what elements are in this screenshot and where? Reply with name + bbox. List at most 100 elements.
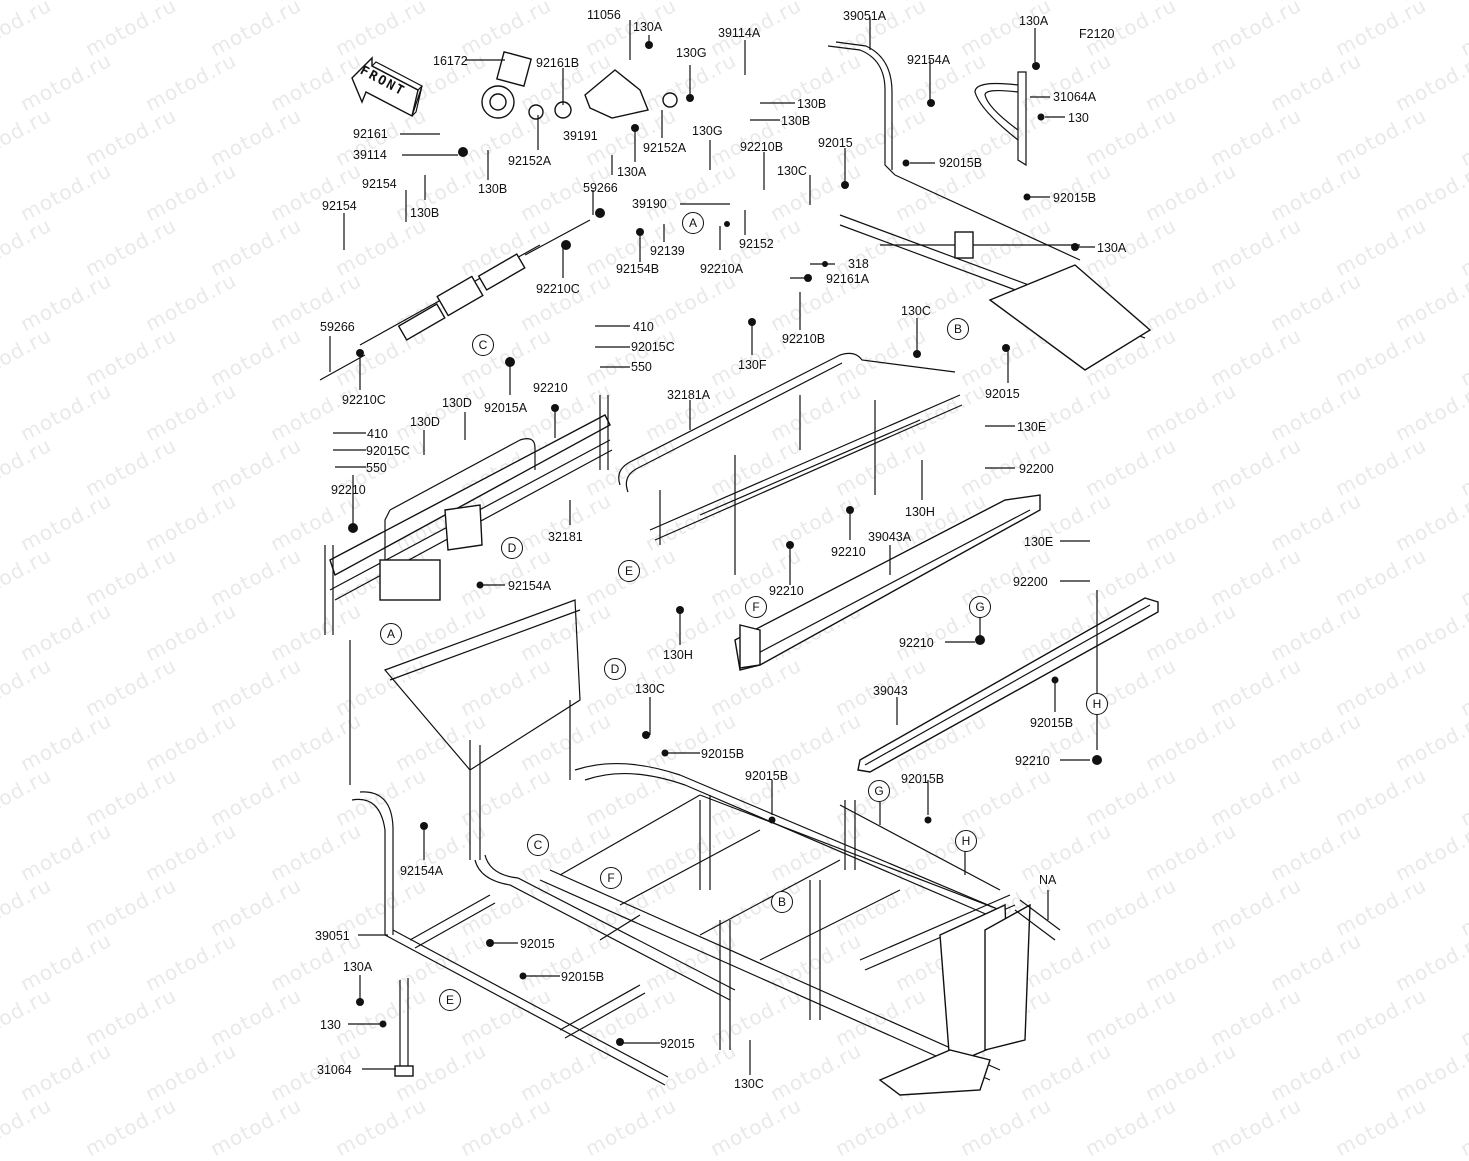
part-label[interactable]: 92210 <box>331 483 366 497</box>
watermark-text: motod.ru <box>1206 1092 1306 1161</box>
part-label[interactable]: 32181A <box>667 388 711 402</box>
part-label[interactable]: 130A <box>1019 14 1049 28</box>
part-label[interactable]: 92154 <box>322 199 357 213</box>
part-label[interactable]: 130B <box>478 182 508 196</box>
part-label[interactable]: 92210C <box>536 282 580 296</box>
part-label[interactable]: 130D <box>410 415 440 429</box>
part-label[interactable]: 92015 <box>985 387 1020 401</box>
part-label[interactable]: 39191 <box>563 129 598 143</box>
part-label[interactable]: 59266 <box>320 320 355 334</box>
watermark-text: motod.ru <box>0 1092 56 1161</box>
part-label[interactable]: 92161A <box>826 272 870 286</box>
part-label[interactable]: 92015B <box>1053 191 1097 205</box>
part-label[interactable]: 410 <box>633 320 654 334</box>
part-label[interactable]: 92152A <box>508 154 552 168</box>
ref-marker-b: B <box>947 318 969 340</box>
part-label[interactable]: 39051A <box>843 9 887 23</box>
part-label[interactable]: NA <box>1039 873 1057 887</box>
part-label[interactable]: 39114A <box>718 26 761 40</box>
part-label[interactable]: 92154A <box>400 864 444 878</box>
part-label[interactable]: 92210 <box>533 381 568 395</box>
part-label[interactable]: 92015A <box>484 401 528 415</box>
part-label[interactable]: 130C <box>777 164 807 178</box>
part-label[interactable]: 130C <box>901 304 931 318</box>
part-label[interactable]: 130G <box>692 124 723 138</box>
part-label[interactable]: 92015B <box>939 156 983 170</box>
part-label[interactable]: 92210 <box>1015 754 1050 768</box>
part-label[interactable]: 130A <box>633 20 663 34</box>
part-label[interactable]: 130A <box>1097 241 1127 255</box>
part-label[interactable]: 92015 <box>660 1037 695 1051</box>
part-label[interactable]: 130C <box>734 1077 764 1091</box>
part-label[interactable]: 92210C <box>342 393 386 407</box>
part-label[interactable]: 130F <box>738 358 767 372</box>
part-label[interactable]: 130 <box>1068 111 1089 125</box>
part-label[interactable]: 11056 <box>587 8 621 22</box>
fasteners <box>348 41 1102 1046</box>
ref-marker-b: B <box>771 891 793 913</box>
part-label[interactable]: 130E <box>1024 535 1054 549</box>
part-label[interactable]: 92200 <box>1019 462 1054 476</box>
part-label[interactable]: 92161 <box>353 127 388 141</box>
part-label[interactable]: 92015B <box>561 970 605 984</box>
part-label[interactable]: 39190 <box>632 197 667 211</box>
part-label[interactable]: 92152 <box>739 237 774 251</box>
part-label[interactable]: 92210B <box>782 332 826 346</box>
part-label[interactable]: 92015B <box>745 769 789 783</box>
ref-marker-d: D <box>604 658 626 680</box>
watermark-text: motod.ru <box>1081 1092 1181 1161</box>
part-label[interactable]: 410 <box>367 427 388 441</box>
part-label[interactable]: 92210B <box>740 140 784 154</box>
part-label[interactable]: 130D <box>442 396 472 410</box>
part-label[interactable]: 130E <box>1017 420 1047 434</box>
part-label[interactable]: 92015B <box>1030 716 1074 730</box>
watermark-text: motod.ru <box>706 1092 806 1161</box>
part-label[interactable]: 130B <box>410 206 440 220</box>
grab-bar-31064 <box>394 978 414 1077</box>
part-label[interactable]: 92200 <box>1013 575 1048 589</box>
part-label[interactable]: 92154A <box>508 579 552 593</box>
part-label[interactable]: 92139 <box>650 244 685 258</box>
part-label[interactable]: 130A <box>343 960 373 974</box>
part-label[interactable]: 92015C <box>366 444 410 458</box>
part-label[interactable]: 92154B <box>616 262 660 276</box>
watermark-text: motod.ru <box>81 1092 181 1161</box>
part-label[interactable]: 31064 <box>317 1063 352 1077</box>
part-label[interactable]: 92152A <box>643 141 687 155</box>
ref-marker-c: C <box>527 834 549 856</box>
ref-marker-c: C <box>472 334 494 356</box>
part-label[interactable]: 59266 <box>583 181 618 195</box>
part-label[interactable]: 39043A <box>868 530 912 544</box>
part-label[interactable]: 92210 <box>769 584 804 598</box>
part-label[interactable]: 130 <box>320 1018 341 1032</box>
part-label[interactable]: 130H <box>663 648 693 662</box>
part-label[interactable]: 550 <box>631 360 652 374</box>
part-label[interactable]: 92154A <box>907 53 951 67</box>
part-label[interactable]: 92015 <box>818 136 853 150</box>
part-label[interactable]: 92161B <box>536 56 580 70</box>
part-label[interactable]: 318 <box>848 257 869 271</box>
part-label[interactable]: 92210 <box>899 636 934 650</box>
main-chassis <box>383 599 1061 1096</box>
part-label[interactable]: 39114 <box>353 148 387 162</box>
part-label[interactable]: 92210A <box>700 262 744 276</box>
part-label[interactable]: 92210 <box>831 545 866 559</box>
part-label[interactable]: 92015 <box>520 937 555 951</box>
part-label[interactable]: 130A <box>617 165 647 179</box>
part-label[interactable]: 130H <box>905 505 935 519</box>
part-label[interactable]: 32181 <box>548 530 583 544</box>
part-label[interactable]: 92015B <box>701 747 745 761</box>
part-label[interactable]: 130G <box>676 46 707 60</box>
part-label[interactable]: 130B <box>797 97 827 111</box>
part-label[interactable]: 92015C <box>631 340 675 354</box>
part-label[interactable]: 16172 <box>433 54 468 68</box>
part-label[interactable]: 92154 <box>362 177 397 191</box>
part-label[interactable]: 92015B <box>901 772 945 786</box>
part-label[interactable]: 39051 <box>315 929 350 943</box>
part-label[interactable]: 130C <box>635 682 665 696</box>
part-label[interactable]: 550 <box>366 461 387 475</box>
part-label[interactable]: 130B <box>781 114 811 128</box>
figure-code: F2120 <box>1079 27 1115 41</box>
part-label[interactable]: 39043 <box>873 684 908 698</box>
part-label[interactable]: 31064A <box>1053 90 1097 104</box>
